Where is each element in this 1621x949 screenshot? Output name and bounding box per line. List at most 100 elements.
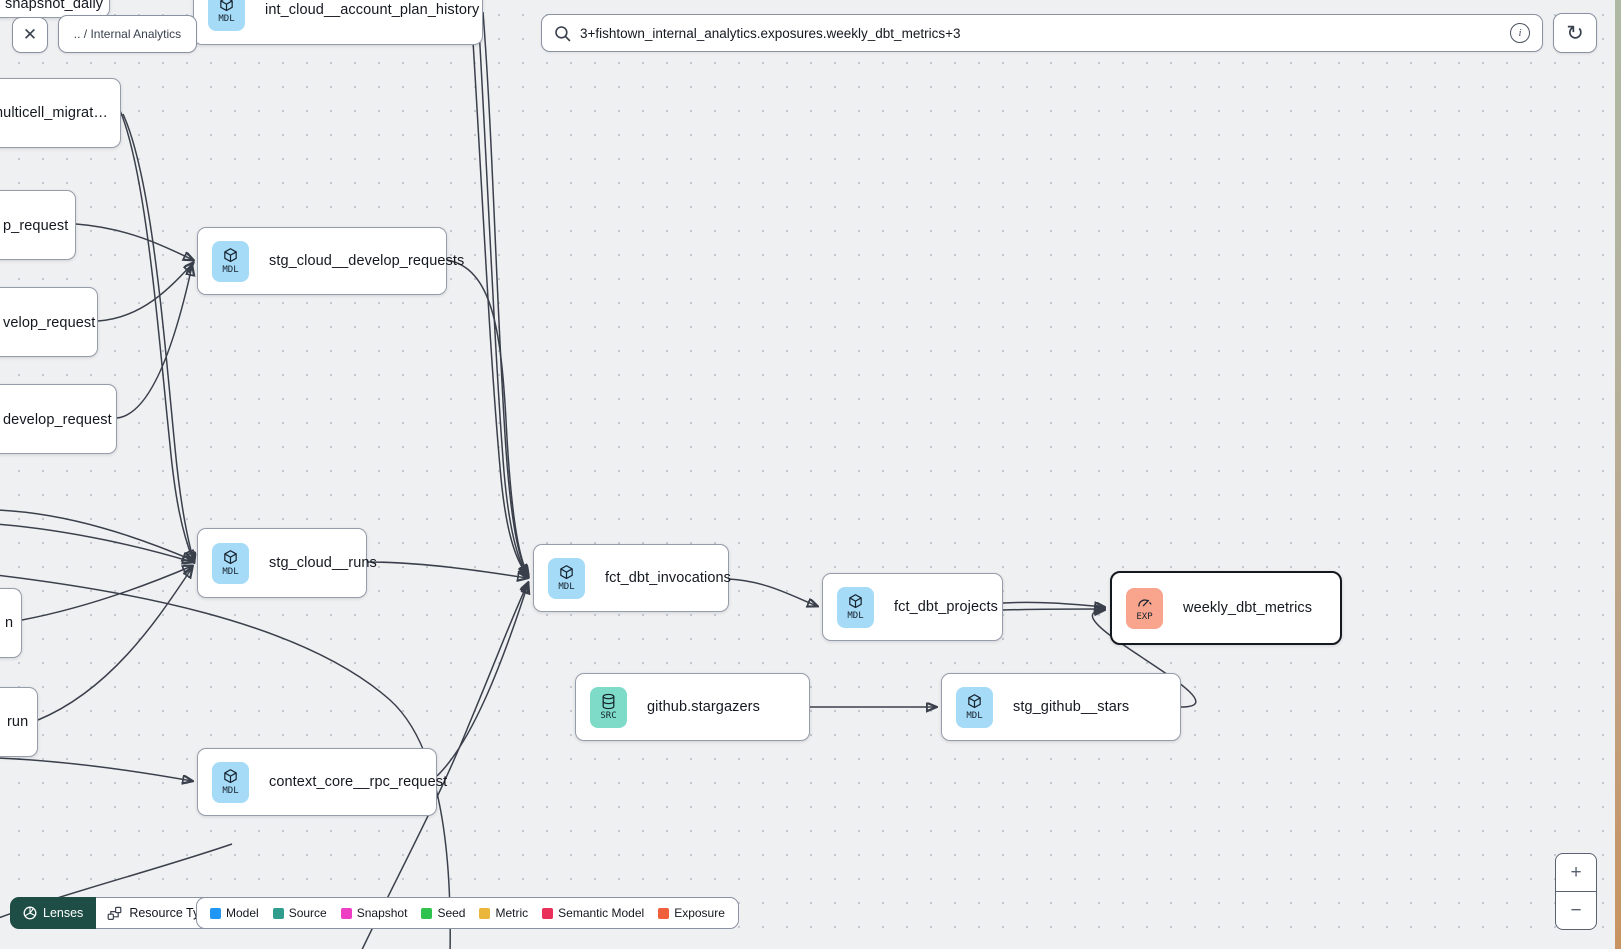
node-context_core__rpc_request[interactable]: MDL context_core__rpc_request [197,748,447,816]
legend-label: Semantic Model [558,906,645,920]
edge [436,584,528,777]
node-n_partial[interactable]: n [0,588,22,658]
legend-swatch [210,907,221,919]
node-stg_github__stars[interactable]: MDL stg_github__stars [941,673,1181,741]
edge [118,107,193,560]
source-icon: SRC [590,686,627,728]
node-int_cloud__account_plan_history[interactable]: MDL int_cloud__account_plan_history [193,0,483,45]
exposure-icon: EXP [1126,587,1163,629]
edge [122,113,194,562]
search-input[interactable] [580,25,1501,41]
model-icon: MDL [208,0,245,31]
node-fct_dbt_invocations[interactable]: MDL fct_dbt_invocations [533,544,732,612]
legend-label: Model [226,906,259,920]
legend-item-model: Model [210,906,259,920]
resource-badge: MDL [558,582,575,592]
model-icon: MDL [212,542,249,584]
node-label: fct_dbt_invocations [605,570,732,586]
close-button[interactable]: ✕ [12,17,48,53]
model-icon: MDL [956,686,993,728]
node-p_request[interactable]: p_request [0,190,76,260]
model-icon: MDL [212,761,249,803]
edge [21,566,192,621]
legend-swatch [658,907,670,919]
edge [482,11,528,575]
resource-type-icon [107,906,122,921]
legend-item-exposure: Exposure [658,906,725,920]
resource-badge: MDL [966,711,983,721]
edges [0,0,1197,949]
node-label: context_core__rpc_request [269,774,448,790]
lenses-button[interactable]: Lenses [10,897,97,929]
legend-label: Seed [437,906,466,920]
node-label: snapshot_daily [5,0,104,12]
edge [37,568,192,721]
model-icon: MDL [837,586,874,628]
edge [0,757,192,781]
resource-type-label: Resource Type [129,906,214,920]
node-label: stg_github__stars [1013,699,1130,715]
edge [366,561,527,578]
resource-badge: MDL [222,265,239,275]
legend-item-snapshot: Snapshot [340,906,408,920]
node-label: develop_request [3,412,112,428]
legend-label: Snapshot [356,906,408,920]
resource-badge: MDL [847,611,864,621]
node-github.stargazers[interactable]: SRC github.stargazers [575,673,810,741]
resource-type-legend: Model Source Snapshot Seed Metric Semantic Mo… [196,897,739,929]
node-label: stg_cloud__develop_requests [269,253,465,269]
node-snapshot_daily[interactable]: snapshot_daily [0,0,110,18]
node-run_partial[interactable]: run [0,687,38,757]
node-label: multicell_migrat… [0,105,108,121]
info-icon[interactable]: i [1510,23,1530,43]
node-label: stg_cloud__runs [269,555,377,571]
lens-aperture-icon [23,906,37,920]
legend-item-seed: Seed [421,906,465,920]
legend-swatch [272,907,284,919]
edge [0,509,192,560]
edge [469,0,528,576]
node-label: int_cloud__account_plan_history [265,2,480,18]
lenses-label: Lenses [43,906,84,920]
zoom-in-button[interactable]: + [1570,861,1582,883]
edge [728,578,817,606]
legend-label: Metric [495,906,529,920]
edge [446,259,528,574]
refresh-button[interactable]: ↻ [1553,13,1597,53]
legend-item-source: Source [272,906,327,920]
legend-swatch [479,907,491,919]
node-stg_cloud__runs[interactable]: MDL stg_cloud__runs [197,528,377,598]
legend-swatch [542,907,554,919]
node-stg_cloud__develop_requests[interactable]: MDL stg_cloud__develop_requests [197,227,464,295]
node-velop_request[interactable]: velop_request [0,287,98,357]
legend-item-semantic-model: Semantic Model [542,906,644,920]
edge [116,266,192,419]
node-develop_request[interactable]: develop_request [0,384,117,454]
edge [1002,602,1104,607]
legend-swatch [421,907,433,919]
legend-swatch [340,907,352,919]
zoom-out-button[interactable]: − [1570,899,1582,921]
resource-badge: MDL [222,567,239,577]
model-icon: MDL [548,557,585,599]
node-label: velop_request [3,315,96,331]
edge [97,263,193,322]
search-icon [554,25,571,42]
edge [1002,609,1104,610]
breadcrumb[interactable]: .. / Internal Analytics [58,15,197,53]
node-label: github.stargazers [647,699,760,715]
zoom-divider [1556,891,1596,892]
node-label: p_request [3,218,69,234]
resource-badge: MDL [222,786,239,796]
legend-label: Source [288,906,327,920]
node-label: run [7,714,29,730]
edge [0,523,192,562]
edge [476,0,528,577]
search-bar: i [541,14,1543,52]
resource-badge: EXP [1136,612,1153,622]
node-multicell_migration[interactable]: multicell_migrat… [0,78,121,148]
legend-label: Exposure [674,906,725,920]
